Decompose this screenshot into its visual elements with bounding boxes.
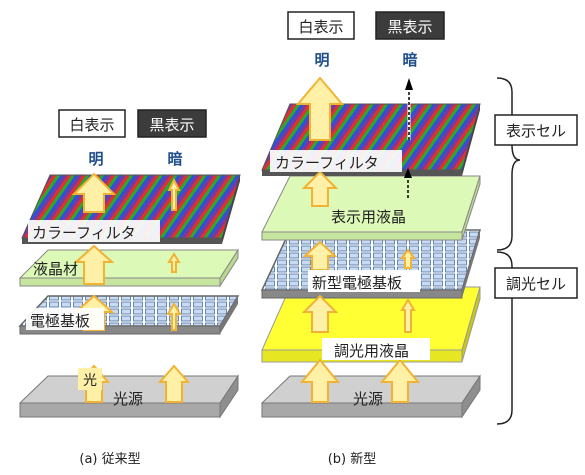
left-light-source-label: 光源	[113, 390, 143, 408]
right-black-display-label: 黒表示	[387, 18, 432, 36]
left-liquid-crystal-plate	[18, 248, 239, 288]
left-liquid-crystal-label: 液晶材	[33, 260, 78, 278]
right-new-electrode-label: 新型電極基板	[312, 274, 402, 292]
left-diagram: 光源	[18, 109, 241, 467]
right-dimming-lc-label: 調光用液晶	[334, 342, 409, 360]
left-electrode-label-bg	[26, 308, 104, 330]
right-dark-label: 暗	[402, 51, 417, 69]
right-diagram: 光源	[260, 11, 482, 467]
right-light-source-label: 光源	[353, 390, 383, 408]
left-bright-label: 明	[88, 150, 103, 168]
display-cell-label: 表示セル	[506, 122, 566, 140]
display-cell-bracket	[496, 77, 521, 251]
brackets: 表示セル 調光セル	[494, 77, 578, 425]
left-dark-arrows	[157, 177, 191, 403]
right-dark-dashed-arrow-top	[405, 78, 413, 140]
left-white-display-box	[58, 109, 126, 138]
dimming-cell-box	[494, 267, 578, 299]
left-black-display-label: 黒表示	[149, 116, 194, 134]
right-new-electrode-label-bg	[308, 270, 420, 292]
right-display-lc-label: 表示用液晶	[331, 208, 406, 226]
right-color-filter-label-bg	[270, 150, 402, 172]
left-caption: (a) 従来型	[79, 452, 140, 467]
right-bright-arrows	[295, 76, 345, 403]
right-dimming-lc-label-bg	[322, 338, 430, 360]
display-cell-box	[494, 114, 578, 146]
right-caption: (b) 新型	[328, 451, 377, 467]
right-dark-arrows	[379, 248, 421, 403]
left-light-label-bg	[78, 368, 102, 390]
right-bright-label: 明	[314, 51, 329, 69]
left-black-display-box	[137, 109, 207, 138]
left-white-display-label: 白表示	[69, 116, 114, 134]
left-color-filter-label-bg	[28, 220, 160, 242]
right-color-filter-label: カラーフィルタ	[275, 154, 379, 172]
right-white-display-box	[287, 11, 355, 40]
dimming-cell-label: 調光セル	[506, 275, 566, 293]
right-black-display-box	[375, 11, 445, 40]
left-dark-label: 暗	[167, 150, 182, 168]
left-light-label: 光	[83, 373, 97, 389]
right-dark-dashed-arrow-low	[404, 168, 412, 198]
left-color-filter-label: カラーフィルタ	[32, 224, 136, 242]
right-white-display-label: 白表示	[298, 18, 343, 36]
left-electrode-label: 電極基板	[30, 312, 90, 330]
